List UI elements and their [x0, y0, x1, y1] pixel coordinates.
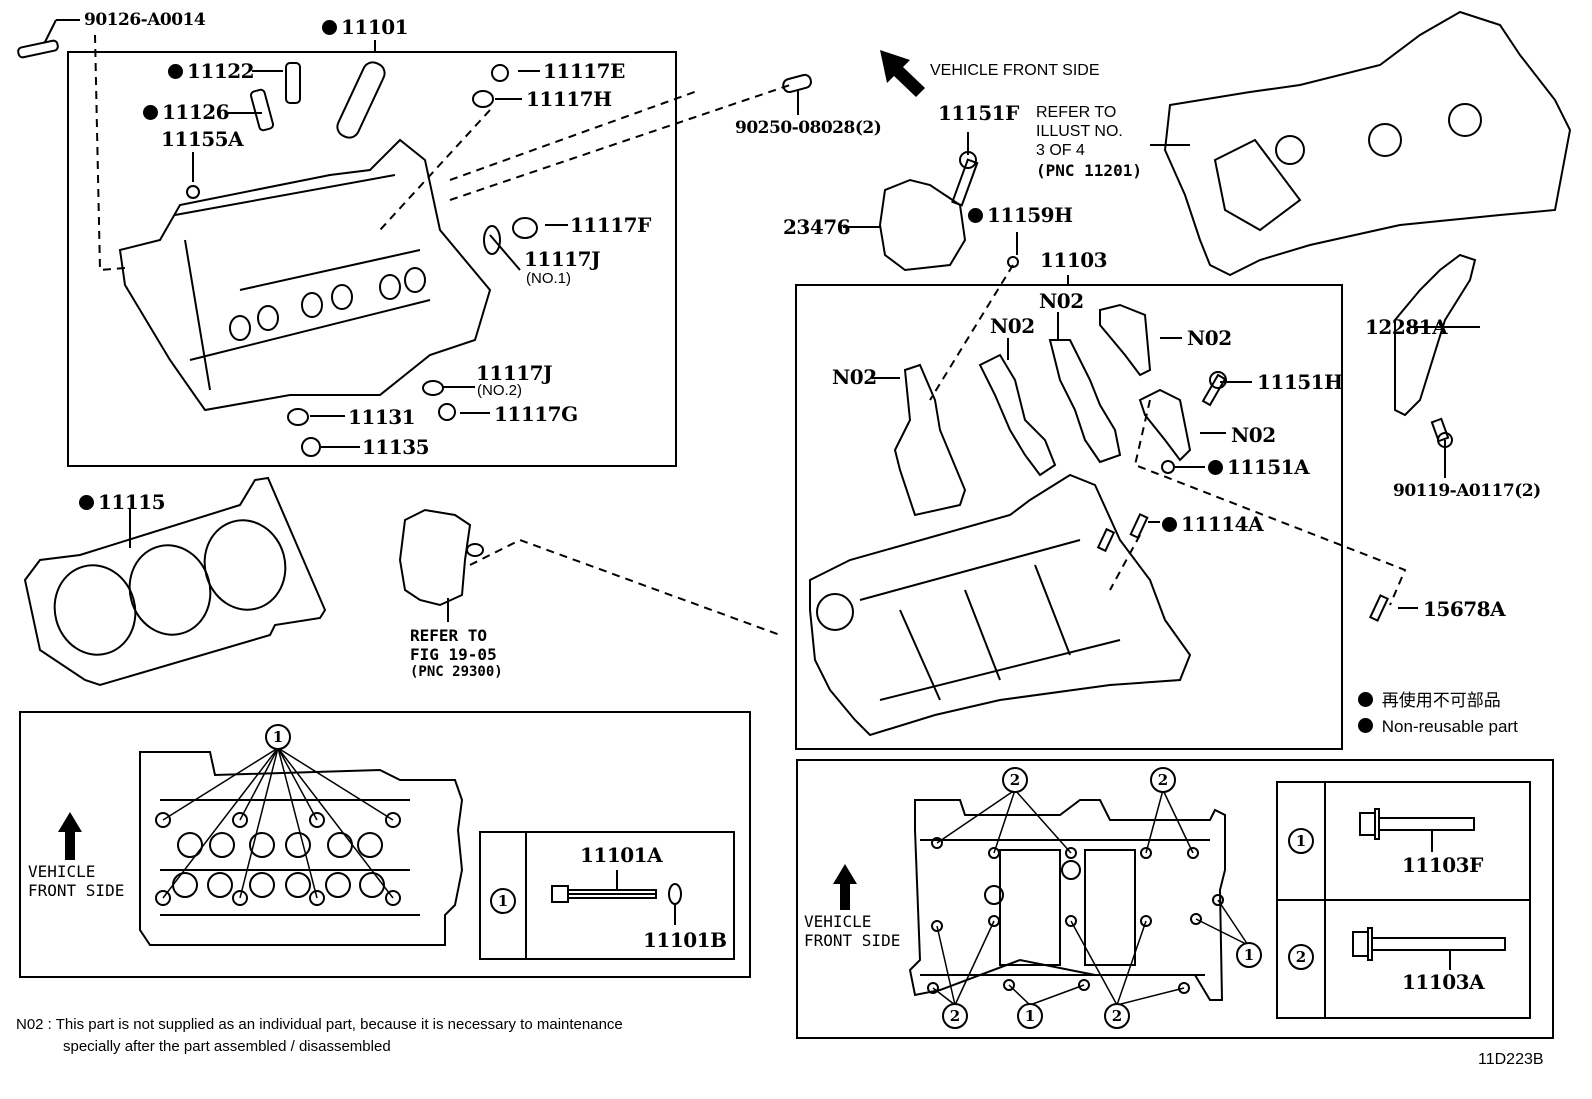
part-label-90119-A0117[interactable]: 90119-A0117(2) [1393, 481, 1541, 501]
non-reusable-dot-icon [322, 20, 337, 35]
part-label-11135[interactable]: 11135 [362, 435, 430, 459]
table-key-2: 2 [1288, 944, 1314, 970]
callout-2: 2 [1104, 1003, 1130, 1029]
part-label-11155A[interactable]: 11155A [161, 127, 244, 151]
part-label-11122[interactable]: 11122 [168, 61, 255, 81]
part-label-11159H[interactable]: 11159H [968, 205, 1073, 225]
part-label-15678A[interactable]: 15678A [1423, 597, 1506, 621]
part-label-11117J-no1[interactable]: 11117J [524, 247, 601, 271]
head-bolt-table [479, 831, 735, 960]
part-label-90126-A0014[interactable]: 90126-A0014 [84, 10, 206, 30]
part-label-11126[interactable]: 11126 [143, 102, 230, 122]
part-label-no1: (NO.1) [526, 270, 571, 287]
callout-1: 1 [265, 724, 291, 750]
legend-item-en: Non-reusable part [1358, 714, 1518, 740]
non-reusable-dot-icon [968, 208, 983, 223]
footnote: N02 : This part is not supplied as an in… [16, 1014, 623, 1058]
part-label-11117G[interactable]: 11117G [494, 402, 578, 426]
part-label-11103[interactable]: 11103 [1040, 248, 1108, 272]
part-label-11114A[interactable]: 11114A [1162, 514, 1264, 534]
legend: 再使用不可部品 Non-reusable part [1358, 688, 1518, 740]
callout-2: 2 [1150, 767, 1176, 793]
part-label-11131[interactable]: 11131 [348, 405, 416, 429]
diagram-id: 11D223B [1478, 1051, 1544, 1068]
head-bolt-frame [19, 711, 751, 978]
non-reusable-dot-icon [1162, 517, 1177, 532]
table-key-1: 1 [490, 888, 516, 914]
part-label-11101A[interactable]: 11101A [580, 843, 663, 867]
table-key-1: 1 [1288, 828, 1314, 854]
block-bolt-frame [796, 759, 1554, 1039]
callout-2: 2 [1002, 767, 1028, 793]
vehicle-front-side-label: VEHICLE FRONT SIDE [930, 62, 1100, 79]
part-label-11117F[interactable]: 11117F [570, 213, 651, 237]
non-reusable-dot-icon [168, 64, 183, 79]
part-label-no2: (NO.2) [477, 382, 522, 399]
part-label-11101[interactable]: 11101 [322, 17, 409, 37]
part-label-11151A[interactable]: 11151A [1208, 457, 1310, 477]
cylinder-head-group-frame [67, 51, 677, 467]
callout-2: 2 [942, 1003, 968, 1029]
block-front-label: VEHICLE FRONT SIDE [804, 912, 901, 951]
footnote-line-1: N02 : This part is not supplied as an in… [16, 1016, 623, 1033]
part-label-12281A[interactable]: 12281A [1365, 315, 1448, 339]
callout-1: 1 [1236, 942, 1262, 968]
part-label-11117H[interactable]: 11117H [526, 87, 612, 111]
non-reusable-dot-icon [1208, 460, 1223, 475]
callout-1: 1 [1017, 1003, 1043, 1029]
part-label-n02[interactable]: N02 [1039, 289, 1084, 313]
part-label-n02[interactable]: N02 [832, 365, 877, 389]
part-label-11103F[interactable]: 11103F [1402, 853, 1483, 877]
front-arrow-head [58, 812, 82, 860]
part-label-23476[interactable]: 23476 [783, 215, 851, 239]
part-label-11115[interactable]: 11115 [79, 492, 166, 512]
part-label-11101B[interactable]: 11101B [643, 928, 727, 952]
part-label-90250-08028[interactable]: 90250-08028(2) [735, 118, 882, 138]
part-label-11117E[interactable]: 11117E [543, 59, 625, 83]
refer-illust-note[interactable]: REFER TO ILLUST NO. 3 OF 4 (PNC 11201) [1036, 104, 1142, 180]
part-label-11103A[interactable]: 11103A [1402, 970, 1485, 994]
part-label-11151H[interactable]: 11151H [1257, 370, 1343, 394]
front-arrow-top [880, 50, 925, 97]
non-reusable-dot-icon [1358, 692, 1373, 707]
non-reusable-dot-icon [1358, 718, 1373, 733]
part-label-11151F[interactable]: 11151F [938, 101, 1019, 125]
part-label-n02[interactable]: N02 [1231, 423, 1276, 447]
non-reusable-dot-icon [143, 105, 158, 120]
part-label-n02[interactable]: N02 [1187, 326, 1232, 350]
part-label-n02[interactable]: N02 [990, 314, 1035, 338]
legend-item-jp: 再使用不可部品 [1358, 688, 1518, 714]
head-front-label: VEHICLE FRONT SIDE [28, 862, 125, 901]
footnote-line-2: specially after the part assembled / dis… [63, 1038, 391, 1055]
front-arrow-block [833, 864, 857, 910]
part-label-11117J-no2[interactable]: 11117J [476, 361, 553, 385]
non-reusable-dot-icon [79, 495, 94, 510]
refer-fig-note[interactable]: REFER TO FIG 19-05 (PNC 29300) [410, 626, 503, 681]
